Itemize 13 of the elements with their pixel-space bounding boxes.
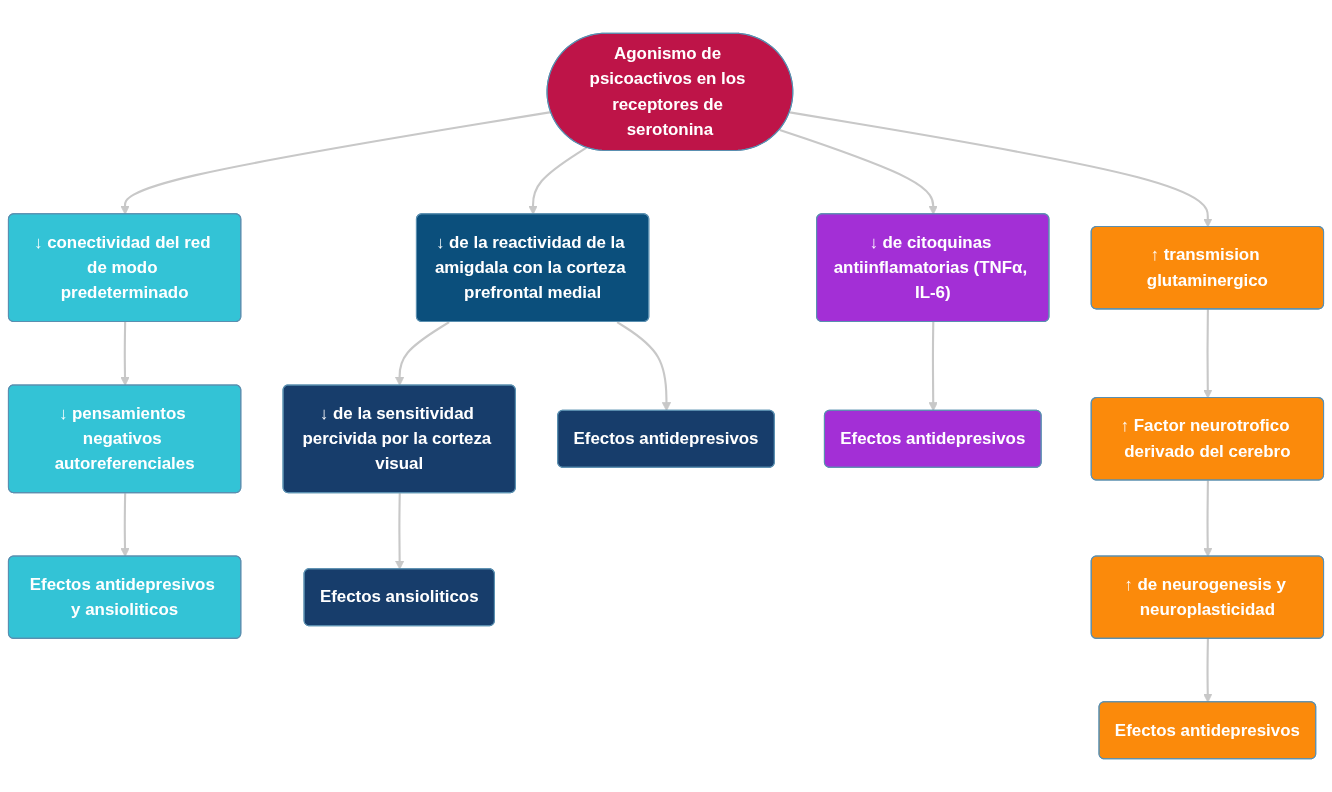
arrow <box>779 128 938 215</box>
arrow <box>928 322 938 412</box>
arrow <box>1203 638 1213 703</box>
arrow <box>789 111 1213 228</box>
arrow <box>120 111 552 215</box>
arrow <box>395 493 405 570</box>
arrow <box>1203 480 1213 557</box>
arrow <box>394 321 450 386</box>
arrow <box>528 146 588 215</box>
arrow <box>616 321 672 412</box>
arrow <box>120 322 130 386</box>
arrow <box>120 493 130 557</box>
arrow <box>1203 309 1213 399</box>
